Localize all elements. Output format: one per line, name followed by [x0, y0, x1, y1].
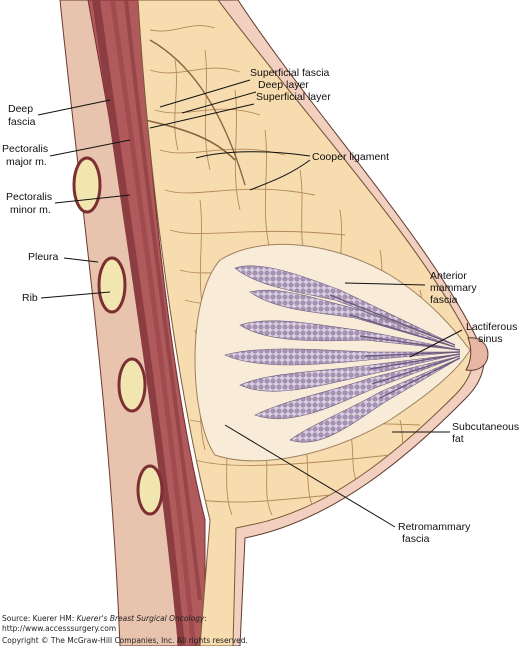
source-title: Kuerer's Breast Surgical Oncology — [76, 614, 205, 623]
label-lactiferous-sinus: Lactiferous sinus — [466, 321, 520, 345]
rib-1 — [72, 156, 102, 214]
labels: Superficial fascia Deep layer Superficia… — [2, 67, 520, 545]
label-retromammary-fascia: Retromammary fascia — [398, 521, 473, 545]
label-pleura: Pleura — [28, 251, 59, 263]
ribs — [72, 156, 164, 516]
label-deep-layer: Deep layer — [258, 79, 309, 91]
label-rib: Rib — [22, 292, 38, 304]
label-cooper-ligament: Cooper ligament — [312, 151, 389, 163]
source-suffix: : — [204, 614, 207, 623]
label-pectoralis-minor: Pectoralis minor m. — [6, 191, 55, 216]
source-url: http://www.accesssurgery.com — [2, 624, 117, 633]
nipple — [465, 337, 489, 371]
source-prefix: Source: Kuerer HM: — [2, 614, 77, 623]
leader-lines — [37, 79, 463, 528]
label-anterior-mammary-fascia: Anterior mammary fascia — [430, 270, 480, 306]
source-credit: Source: Kuerer HM: Kuerer's Breast Surgi… — [2, 614, 207, 623]
rib-3 — [117, 357, 147, 413]
label-subcutaneous-fat: Subcutaneous fat — [452, 421, 520, 445]
label-superficial-fascia: Superficial fascia — [250, 67, 330, 79]
rib-4 — [136, 464, 164, 516]
rib-2 — [97, 256, 127, 314]
copyright-notice: Copyright © The McGraw-Hill Companies, I… — [2, 636, 248, 645]
label-deep-fascia: Deep fascia — [8, 103, 36, 128]
label-pectoralis-major: Pectoralis major m. — [2, 143, 51, 168]
glandular-tissue — [194, 243, 471, 462]
label-superficial-layer: Superficial layer — [256, 91, 331, 103]
